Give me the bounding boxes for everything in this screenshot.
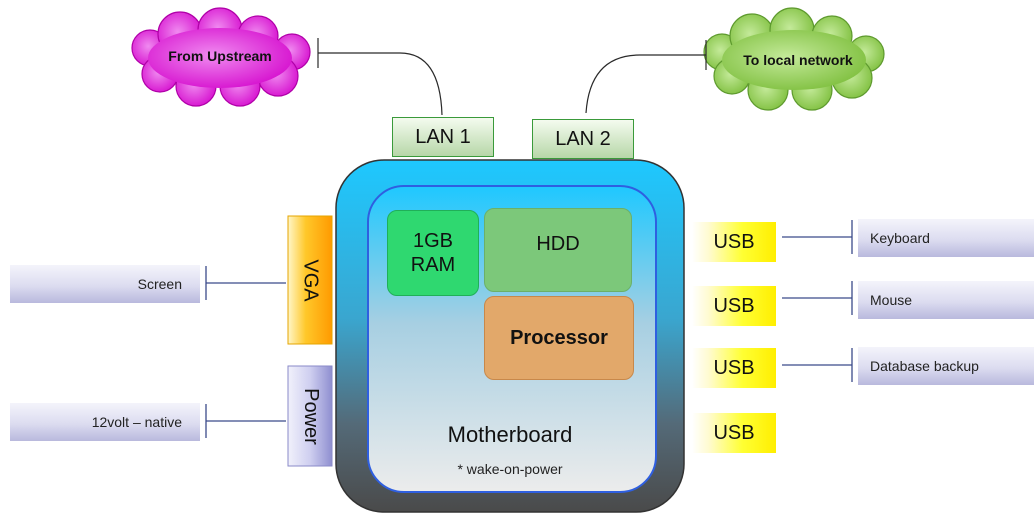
usb-port-2: USB	[692, 286, 776, 326]
database-backup-peripheral: Database backup	[858, 347, 1034, 385]
cloud-upstream-label: From Upstream	[168, 48, 272, 64]
motherboard-label: Motherboard	[447, 422, 573, 447]
usb-port-4: USB	[692, 413, 776, 453]
processor-chip: Processor	[484, 296, 634, 380]
power-port-label: Power	[288, 366, 332, 466]
ram-line1: 1GB	[412, 230, 454, 252]
keyboard-label: Keyboard	[870, 230, 930, 246]
keyboard-peripheral: Keyboard	[858, 219, 1034, 257]
vga-port-shape	[287, 215, 333, 345]
wake-on-power-note: * wake-on-power	[457, 461, 563, 477]
cloud-local-label: To local network	[743, 52, 853, 68]
usb-port-3: USB	[692, 348, 776, 388]
ram-line2: RAM	[410, 254, 456, 276]
usb-port-1: USB	[692, 222, 776, 262]
lan2-port: LAN 2	[532, 119, 634, 159]
screen-label: Screen	[137, 276, 182, 292]
power-port-shape	[287, 365, 333, 467]
vga-text: VGA	[299, 258, 322, 302]
database-backup-label: Database backup	[870, 358, 979, 374]
right-peripheral-lines	[782, 220, 853, 382]
hdd-chip: HDD	[484, 208, 632, 292]
lan1-port: LAN 1	[392, 117, 494, 157]
left-peripheral-lines	[205, 266, 286, 438]
ram-chip: 1GB RAM	[387, 210, 479, 296]
cable-lines	[317, 38, 707, 116]
cloud-local-shape	[703, 7, 885, 111]
power-source-label: 12volt – native	[91, 414, 182, 430]
cloud-upstream-shape	[131, 7, 311, 107]
mouse-peripheral: Mouse	[858, 281, 1034, 319]
power-text: Power	[299, 387, 322, 445]
mouse-label: Mouse	[870, 292, 913, 308]
vga-port-label: VGA	[288, 216, 332, 344]
power-source-peripheral: 12volt – native	[10, 403, 200, 441]
screen-peripheral: Screen	[10, 265, 200, 303]
